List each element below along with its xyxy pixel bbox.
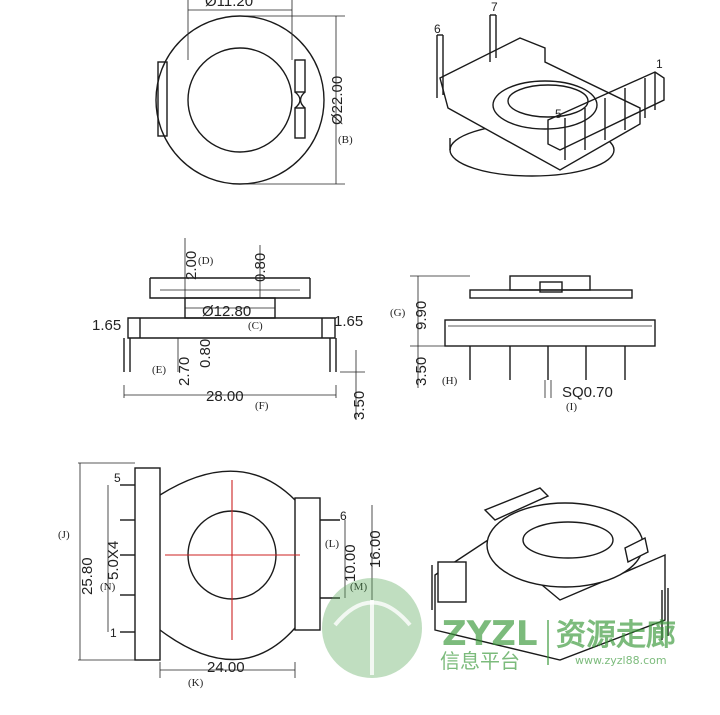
dim-pin-span: 10.00 (342, 544, 359, 582)
dim-flange: 2.00 (183, 251, 200, 280)
dim-base: 2.70 (176, 357, 193, 386)
label-pin-sq: (I) (566, 401, 577, 413)
bottom-pin-5: 5 (114, 471, 121, 485)
bottom-view: 5 1 6 25.80 (J) 5.0X4 (N) 10.00 (L) 16.0… (58, 462, 384, 689)
label-bottom-length: (J) (58, 529, 70, 541)
dim-pin: 3.50 (351, 391, 368, 420)
iso-view-bottom (431, 487, 669, 661)
dim-right-step: 1.65 (334, 313, 363, 330)
dim-pitch: 5.0X4 (105, 541, 122, 580)
dim-top: 0.80 (252, 253, 269, 282)
label-bore: (C) (248, 320, 263, 332)
bottom-left-pins (120, 484, 135, 633)
iso-view-top: 6 7 5 1 (434, 0, 665, 177)
dim-width: 28.00 (206, 388, 244, 405)
dim-front-height: 9.90 (413, 301, 430, 330)
label-front-height: (G) (390, 307, 406, 319)
watermark-url: www.zyzl88.com (575, 654, 667, 667)
bottom-pin-1: 1 (110, 626, 117, 640)
label-flange: (D) (198, 255, 214, 267)
dim-front-pin: 3.50 (413, 357, 430, 386)
watermark-cn-title: 资源走廊 (556, 618, 676, 653)
watermark-brand-sub: 信息平台 (440, 649, 520, 673)
label-base: (E) (152, 364, 166, 376)
dim-left-step: 1.65 (92, 317, 121, 334)
dim-bore: Ø12.80 (202, 303, 251, 320)
watermark: ZYZL 信息平台 资源走廊 www.zyzl88.com (322, 578, 676, 678)
dim-base2: 0.80 (197, 339, 214, 368)
label-total: (M) (350, 581, 367, 593)
iso-pin-7: 7 (491, 0, 498, 14)
label-outer: (B) (338, 134, 353, 146)
top-view: Ø11.20 Ø22.00 (B) (155, 0, 353, 185)
label-width: (F) (255, 400, 269, 412)
front-view: 9.90 (G) 3.50 (H) SQ0.70 (I) (390, 275, 656, 413)
dim-total: 16.00 (367, 530, 384, 568)
dim-outer-diameter: Ø22.00 (329, 76, 346, 125)
bottom-pin-6: 6 (340, 509, 347, 523)
iso-pin-1: 1 (656, 57, 663, 71)
dim-inner-diameter: Ø11.20 (205, 0, 253, 10)
label-pitch: (N) (100, 581, 116, 593)
watermark-brand: ZYZL (442, 614, 538, 654)
label-bottom-width: (K) (188, 677, 204, 689)
side-view: 2.00 (D) 0.80 Ø12.80 (C) 1.65 1.65 2.70 … (92, 238, 368, 420)
dim-bottom-length: 25.80 (79, 557, 96, 595)
iso-pin-6: 6 (434, 22, 441, 36)
dim-pin-sq: SQ0.70 (562, 384, 613, 401)
label-front-pin: (H) (442, 375, 458, 387)
front-pins (469, 346, 626, 380)
label-pin-span: (L) (325, 538, 339, 550)
dim-bottom-width: 24.00 (207, 659, 245, 676)
iso-pin-5: 5 (555, 107, 562, 121)
